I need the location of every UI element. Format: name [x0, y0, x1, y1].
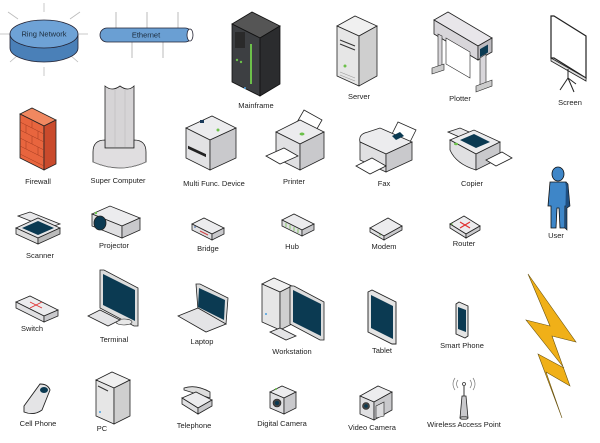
telephone-label: Telephone — [176, 421, 212, 430]
tablet-label: Tablet — [371, 346, 393, 355]
server-shape[interactable]: Server — [333, 14, 383, 104]
switch-label: Switch — [20, 324, 44, 333]
projector-label: Projector — [98, 241, 130, 250]
screen-label: Screen — [558, 98, 582, 107]
hub-label: Hub — [285, 242, 299, 251]
telephone-icon — [181, 386, 213, 415]
plotter-shape[interactable]: Plotter — [430, 8, 510, 103]
workstation-icon — [261, 277, 325, 341]
lightning-bolt-shape[interactable] — [525, 272, 578, 422]
ring-network-icon — [0, 3, 88, 76]
multi-func-device-label: Multi Func. Device — [183, 179, 245, 188]
wireless-access-point-icon — [452, 377, 476, 420]
cell-phone-label: Cell Phone — [19, 419, 57, 428]
projection-screen-icon — [550, 15, 587, 93]
wireless-access-point-shape[interactable]: Wireless Access Point — [427, 376, 501, 440]
router-shape[interactable]: Router — [448, 214, 488, 260]
fax-icon — [355, 121, 417, 175]
screen-shape[interactable]: Screen — [548, 14, 598, 109]
firewall-shape[interactable]: Firewall — [18, 106, 68, 186]
plotter-icon — [431, 11, 493, 93]
pc-shape[interactable]: PC — [92, 370, 136, 442]
bridge-icon — [191, 217, 225, 241]
super-computer-label: Super Computer — [90, 176, 146, 185]
smart-phone-label: Smart Phone — [440, 341, 484, 350]
user-label: User — [548, 231, 564, 240]
ring-network-shape[interactable]: Ring Network — [0, 0, 90, 80]
laptop-shape[interactable]: Laptop — [176, 282, 232, 350]
video-camera-label: Video Camera — [348, 423, 396, 432]
video-camera-shape[interactable]: Video Camera — [348, 384, 402, 440]
switch-icon — [15, 295, 59, 323]
switch-shape[interactable]: Switch — [14, 294, 64, 340]
scanner-label: Scanner — [26, 251, 54, 260]
lightning-bolt-icon — [525, 273, 577, 419]
laptop-label: Laptop — [190, 337, 214, 346]
plotter-label: Plotter — [449, 94, 471, 103]
multi-func-device-shape[interactable]: Multi Func. Device — [180, 108, 250, 190]
printer-shape[interactable]: Printer — [264, 108, 334, 188]
modem-label: Modem — [371, 242, 397, 251]
super-computer-icon — [92, 85, 147, 169]
telephone-shape[interactable]: Telephone — [176, 384, 220, 436]
firewall-icon — [19, 107, 57, 171]
scanner-icon — [15, 211, 62, 245]
pc-icon — [95, 371, 131, 425]
user-shape[interactable]: User — [538, 166, 578, 244]
mainframe-label: Mainframe — [238, 101, 274, 110]
digital-camera-label: Digital Camera — [257, 419, 307, 428]
ethernet-label: Ethernet — [131, 30, 161, 40]
hub-shape[interactable]: Hub — [280, 212, 320, 262]
super-computer-shape[interactable]: Super Computer — [90, 82, 150, 188]
mainframe-icon — [231, 11, 281, 97]
bridge-label: Bridge — [197, 244, 219, 253]
firewall-label: Firewall — [25, 177, 51, 186]
terminal-icon — [87, 269, 139, 327]
copier-shape[interactable]: Copier — [446, 126, 516, 190]
smart-phone-shape[interactable]: Smart Phone — [440, 301, 484, 354]
copier-icon — [446, 127, 513, 171]
video-camera-icon — [359, 385, 393, 421]
cell-phone-shape[interactable]: Cell Phone — [20, 382, 56, 438]
tablet-shape[interactable]: Tablet — [366, 289, 400, 358]
terminal-shape[interactable]: Terminal — [86, 268, 142, 346]
workstation-label: Workstation — [272, 347, 312, 356]
smart-phone-icon — [455, 301, 469, 339]
ethernet-shape[interactable]: Ethernet — [98, 10, 198, 60]
ring-network-label: Ring Network — [21, 29, 67, 39]
workstation-shape[interactable]: Workstation — [258, 276, 332, 360]
digital-camera-icon — [269, 385, 297, 415]
bridge-shape[interactable]: Bridge — [190, 216, 230, 256]
printer-icon — [265, 109, 325, 171]
user-icon — [547, 166, 571, 231]
mainframe-shape[interactable]: Mainframe — [228, 10, 288, 110]
ethernet-icon — [99, 12, 194, 58]
printer-label: Printer — [282, 177, 306, 186]
copier-label: Copier — [460, 179, 484, 188]
router-icon — [449, 215, 481, 239]
laptop-icon — [177, 283, 229, 333]
pc-label: PC — [96, 424, 108, 433]
server-icon — [336, 15, 378, 87]
terminal-label: Terminal — [99, 335, 129, 344]
cell-phone-icon — [23, 383, 51, 415]
server-label: Server — [347, 92, 371, 101]
digital-camera-shape[interactable]: Digital Camera — [257, 384, 310, 438]
modem-shape[interactable]: Modem — [368, 216, 408, 262]
modem-icon — [369, 217, 403, 241]
multi-func-device-icon — [185, 115, 237, 171]
tablet-icon — [367, 289, 397, 345]
projector-shape[interactable]: Projector — [88, 204, 144, 254]
hub-icon — [281, 213, 315, 237]
router-label: Router — [452, 239, 476, 248]
scanner-shape[interactable]: Scanner — [14, 211, 64, 262]
projector-icon — [90, 205, 142, 239]
wireless-access-point-label: Wireless Access Point — [427, 420, 501, 429]
fax-shape[interactable]: Fax — [354, 120, 424, 190]
fax-label: Fax — [377, 179, 391, 188]
